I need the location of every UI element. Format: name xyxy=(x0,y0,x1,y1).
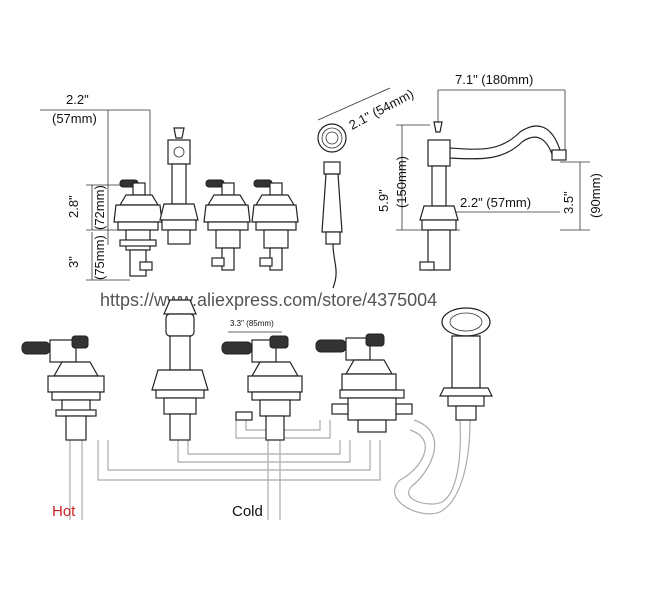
dim-base-mm: (75mm) xyxy=(92,235,107,280)
dim-spout-outlet-in: 3.5" xyxy=(561,191,576,214)
spout-icon xyxy=(151,299,209,441)
dim-spout-mid: 2.2" (57mm) xyxy=(460,195,531,210)
dim-spout-height-mm: (150mm) xyxy=(394,156,409,208)
dim-height-mm: (72mm) xyxy=(92,185,107,230)
valve-diverter-icon xyxy=(315,333,413,433)
top-left-dimension-group: 2.2" (57mm) 2.8" (72mm) 3" (75mm) xyxy=(40,92,299,281)
small-spout-icon xyxy=(159,127,199,245)
handshower-icon xyxy=(439,307,493,421)
bottom-assembly: 3.3" (85mm) xyxy=(21,299,493,520)
dim-valve-spacing: 3.3" (85mm) xyxy=(230,319,274,328)
tall-spout-icon xyxy=(419,121,567,271)
valve-hot-icon xyxy=(21,335,105,441)
dim-spout-reach: 7.1" (180mm) xyxy=(455,72,533,87)
dim-spout-height-in: 5.9" xyxy=(376,189,391,212)
small-valve-icon-3 xyxy=(251,179,299,271)
dim-width-in: 2.2" xyxy=(66,92,89,107)
dim-spout-outlet-mm: (90mm) xyxy=(588,173,603,218)
label-hot: Hot xyxy=(52,503,76,520)
watermark-url: https://www.aliexpress.com/store/4375004 xyxy=(100,290,437,310)
small-valve-icon-2 xyxy=(203,179,251,271)
tall-spout-dimension-group: 7.1" (180mm) 5.9" (150mm) 2.2" (57mm) 3.… xyxy=(376,72,603,271)
valve-middle-icon xyxy=(221,335,303,441)
small-valve-icon xyxy=(113,179,163,277)
label-cold: Cold xyxy=(232,503,263,520)
dim-handshower: 2.1" (54mm) xyxy=(346,86,416,133)
dim-width-mm: (57mm) xyxy=(52,111,97,126)
dim-height-in: 2.8" xyxy=(66,195,81,218)
dim-base-in: 3" xyxy=(66,256,81,268)
